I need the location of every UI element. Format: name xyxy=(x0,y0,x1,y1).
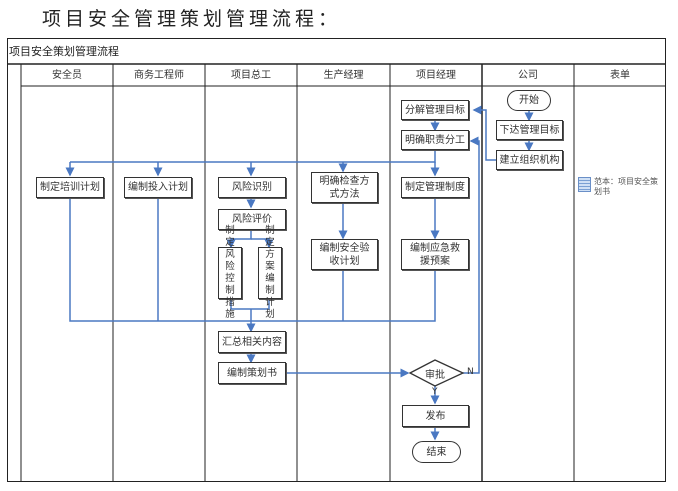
lane-header-company: 公司 xyxy=(518,70,538,81)
node-decompose-targets[interactable]: 分解管理目标 xyxy=(401,100,469,120)
node-emergency-plan[interactable]: 编制应急救援预案 xyxy=(401,239,469,270)
flowchart-title: 项目安全策划管理流程 xyxy=(9,45,119,58)
edge-label-no: N xyxy=(467,367,474,377)
node-inspection-method[interactable]: 明确检查方式方法 xyxy=(311,172,378,203)
node-risk-evaluate[interactable]: 风险评价 xyxy=(218,209,286,230)
node-scheme-plan[interactable]: 制定方案编制计划 xyxy=(258,225,282,320)
lane-header-production-manager: 生产经理 xyxy=(323,70,364,81)
node-summarize[interactable]: 汇总相关内容 xyxy=(218,331,286,353)
lane-header-business-engineer: 商务工程师 xyxy=(134,70,184,81)
node-mgmt-system[interactable]: 制定管理制度 xyxy=(401,177,469,198)
node-investment-plan[interactable]: 编制投入计划 xyxy=(124,177,192,198)
lane-header-chief-engineer: 项目总工 xyxy=(231,70,271,81)
end-node[interactable]: 结束 xyxy=(412,441,461,463)
node-acceptance-plan[interactable]: 编制安全验收计划 xyxy=(311,239,378,270)
node-training-plan[interactable]: 制定培训计划 xyxy=(36,177,104,198)
swimlane-frame xyxy=(7,38,666,482)
node-risk-identify[interactable]: 风险识别 xyxy=(218,177,286,198)
edge-evaluate-split xyxy=(226,230,252,249)
edge-build-to-decompose xyxy=(472,105,496,161)
node-risk-control[interactable]: 制定风险控制措施 xyxy=(218,225,242,320)
node-publish[interactable]: 发布 xyxy=(402,405,469,427)
approve-diamond xyxy=(408,359,465,387)
lane-header-safety-officer: 安全员 xyxy=(52,70,82,81)
edge-approve-no xyxy=(463,136,480,374)
edge-clarify-distribution xyxy=(70,150,436,163)
start-node[interactable]: 开始 xyxy=(507,90,551,111)
edge-collect-line xyxy=(69,198,436,322)
node-clarify-duties[interactable]: 明确职责分工 xyxy=(401,130,469,150)
node-build-org[interactable]: 建立组织机构 xyxy=(496,150,563,170)
edge-merge xyxy=(230,299,270,310)
lane-header-project-manager: 项目经理 xyxy=(416,70,456,81)
node-approve[interactable]: 审批 xyxy=(425,370,445,381)
lane-header-forms: 表单 xyxy=(610,70,630,81)
spreadsheet-icon xyxy=(578,177,591,192)
form-template-link[interactable]: 范本：项目安全策划书 xyxy=(578,177,664,197)
document-heading: 项目安全管理策划管理流程： xyxy=(42,8,342,30)
node-issue-targets[interactable]: 下达管理目标 xyxy=(496,120,563,140)
edge-evaluate-split-2 xyxy=(251,238,274,249)
node-compile-plan[interactable]: 编制策划书 xyxy=(218,362,286,384)
form-template-label: 范本：项目安全策划书 xyxy=(594,177,658,196)
edge-label-yes: Y xyxy=(432,387,438,397)
